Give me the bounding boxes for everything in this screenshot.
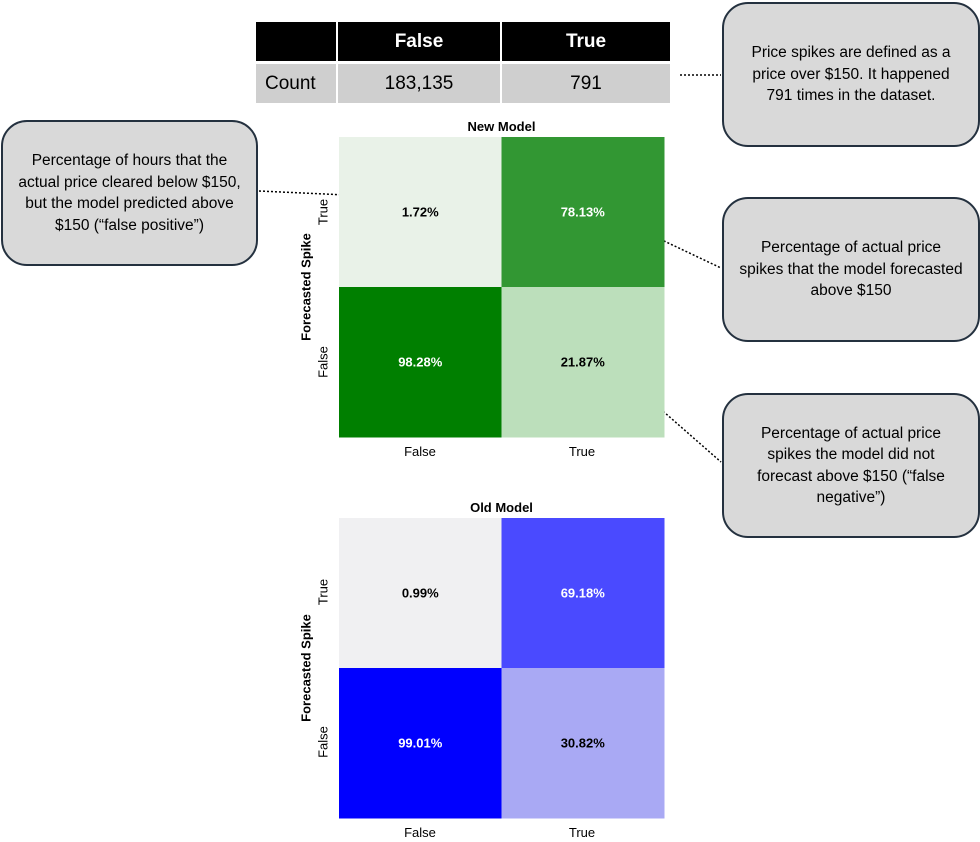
heatmap-cell-label: 21.87% [561, 355, 606, 370]
heatmap-cell [339, 668, 502, 819]
y-axis-label: Forecasted Spike [298, 233, 314, 341]
count-table-row: Count 183,135 791 [256, 64, 670, 103]
chart-title: New Model [467, 119, 536, 134]
heatmap-grid: 1.72% 78.13% 98.28% 21.87% [339, 137, 665, 438]
heatmap-cell [501, 137, 665, 288]
count-table-row-label: Count [256, 64, 336, 103]
heatmap-cell-label: 69.18% [561, 586, 606, 601]
count-table: False True Count 183,135 791 [256, 22, 670, 104]
heatmap-cell [501, 518, 665, 669]
y-tick-label: True [315, 578, 331, 606]
heatmap-cell [501, 668, 665, 819]
count-table-header-cell [256, 22, 336, 61]
heatmap-cell [339, 287, 502, 438]
y-tick-label: True [315, 198, 331, 226]
y-tick-label: False [315, 726, 331, 758]
heatmap-cell [339, 518, 502, 669]
x-tick-label: True [568, 825, 596, 840]
heatmap-cell-label: 98.28% [398, 355, 443, 370]
y-axis-label: Forecasted Spike [298, 614, 314, 722]
count-table-header-cell: False [338, 22, 500, 61]
heatmap-cell-label: 78.13% [561, 205, 606, 220]
heatmap-cell-label: 99.01% [398, 736, 443, 751]
callout-false-negative: Percentage of actual price spikes the mo… [722, 393, 980, 538]
heatmap-grid: 0.99% 69.18% 99.01% 30.82% [339, 518, 665, 819]
chart-title: Old Model [470, 500, 533, 515]
callout-false-positive: Percentage of hours that the actual pric… [1, 120, 258, 266]
heatmap-cell-label: 1.72% [402, 205, 439, 220]
heatmap-cell [339, 137, 502, 288]
count-table-header-cell: True [502, 22, 670, 61]
x-tick-label: True [568, 444, 596, 459]
count-table-cell: 791 [502, 64, 670, 103]
heatmap-cell-label: 0.99% [402, 586, 439, 601]
count-table-header: False True [256, 22, 670, 61]
heatmap-cell-label: 30.82% [561, 736, 606, 751]
heatmap-cell [501, 287, 665, 438]
callout-spikes-definition: Price spikes are defined as a price over… [722, 2, 980, 147]
y-tick-label: False [315, 346, 331, 378]
count-table-cell: 183,135 [338, 64, 500, 103]
x-tick-label: False [404, 444, 436, 459]
x-tick-label: False [404, 825, 436, 840]
callout-true-positive: Percentage of actual price spikes that t… [722, 197, 980, 342]
